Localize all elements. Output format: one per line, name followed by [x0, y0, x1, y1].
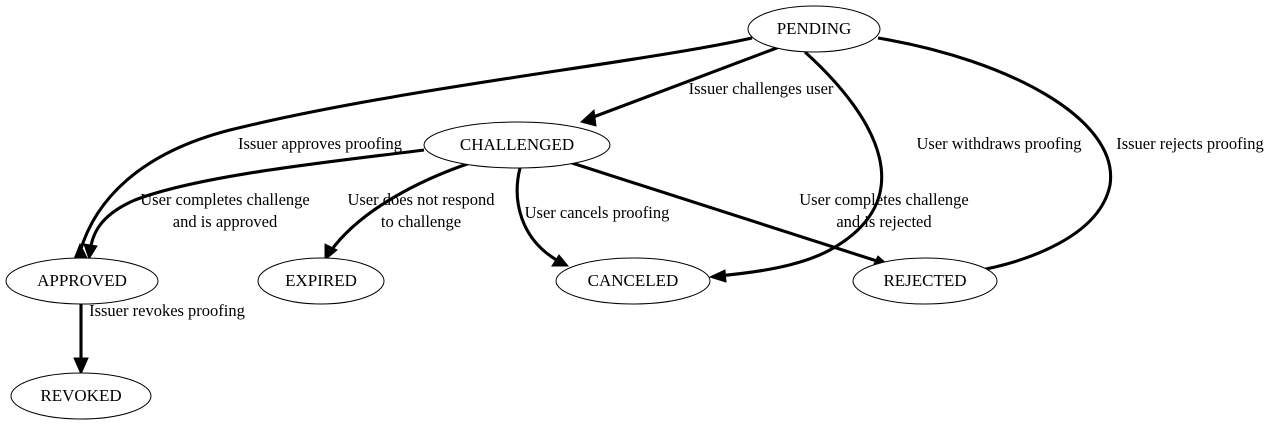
edge-path-challenged-rejected: [571, 161, 881, 264]
node-pending[interactable]: PENDING: [747, 5, 881, 53]
node-revoked[interactable]: REVOKED: [10, 372, 152, 420]
edge-label-pending-rejected: Issuer rejects proofing: [1116, 134, 1264, 153]
node-label-rejected: REJECTED: [883, 271, 966, 290]
node-expired[interactable]: EXPIRED: [257, 257, 385, 305]
arrowhead-approved-revoked: [73, 357, 89, 376]
node-label-challenged: CHALLENGED: [460, 135, 574, 154]
edge-challenged-approved[interactable]: User completes challenge and is approved: [83, 148, 425, 261]
edge-pending-canceled[interactable]: User withdraws proofing: [708, 50, 1082, 283]
node-ellipse-rejected: [852, 257, 998, 305]
node-canceled[interactable]: CANCELED: [555, 257, 711, 305]
edge-path-pending-rejected: [877, 36, 1113, 274]
node-ellipse-challenged: [423, 121, 611, 169]
edge-challenged-rejected[interactable]: User completes challenge and is rejected: [571, 161, 969, 269]
edge-label-challenged-expired-line1: User does not respond: [347, 190, 495, 209]
edge-label-challenged-expired-line2: to challenge: [381, 212, 461, 231]
edge-path-challenged-expired: [328, 161, 471, 253]
node-ellipse-revoked: [10, 372, 152, 420]
edge-path-challenged-approved: [88, 148, 425, 253]
node-label-canceled: CANCELED: [588, 271, 679, 290]
node-label-expired: EXPIRED: [285, 271, 357, 290]
edge-label-challenged-rejected-line1: User completes challenge: [799, 190, 969, 209]
arrowhead-pending-canceled: [708, 269, 727, 283]
node-label-pending: PENDING: [777, 19, 852, 38]
arrowhead-challenged-expired: [324, 243, 338, 262]
arrowhead-pending-challenged: [579, 108, 597, 127]
edge-label-challenged-rejected-line2: and is rejected: [836, 212, 932, 231]
edge-label-challenged-approved-line2: and is approved: [173, 212, 278, 231]
edge-label-pending-canceled: User withdraws proofing: [917, 134, 1082, 153]
node-label-revoked: REVOKED: [40, 386, 121, 405]
edge-pending-approved[interactable]: Issuer approves proofing: [73, 36, 753, 260]
edge-path-pending-approved: [78, 36, 753, 253]
node-approved[interactable]: APPROVED: [5, 257, 159, 305]
edge-path-pending-challenged: [587, 44, 783, 121]
node-challenged[interactable]: CHALLENGED: [423, 121, 611, 169]
node-ellipse-pending: [747, 5, 881, 53]
edge-path-pending-canceled: [717, 50, 884, 278]
edge-pending-rejected[interactable]: Issuer rejects proofing: [877, 36, 1264, 279]
edge-label-approved-revoked: Issuer revokes proofing: [89, 301, 245, 320]
edge-label-challenged-approved-line1: User completes challenge: [140, 190, 310, 209]
edge-label-pending-approved: Issuer approves proofing: [238, 134, 402, 153]
edge-pending-challenged[interactable]: Issuer challenges user: [579, 44, 834, 127]
node-ellipse-canceled: [555, 257, 711, 305]
node-label-approved: APPROVED: [37, 271, 127, 290]
edge-approved-revoked[interactable]: Issuer revokes proofing: [73, 301, 245, 376]
edge-challenged-canceled[interactable]: User cancels proofing: [515, 167, 670, 267]
arrowhead-challenged-approved: [83, 243, 98, 261]
node-ellipse-expired: [257, 257, 385, 305]
node-rejected[interactable]: REJECTED: [852, 257, 998, 305]
edge-path-challenged-canceled: [515, 167, 561, 264]
edge-challenged-expired[interactable]: User does not respond to challenge: [324, 161, 495, 262]
arrowhead-challenged-canceled: [551, 254, 570, 267]
edge-label-challenged-canceled: User cancels proofing: [525, 203, 670, 222]
node-ellipse-approved: [5, 257, 159, 305]
edge-label-pending-challenged: Issuer challenges user: [689, 79, 834, 98]
